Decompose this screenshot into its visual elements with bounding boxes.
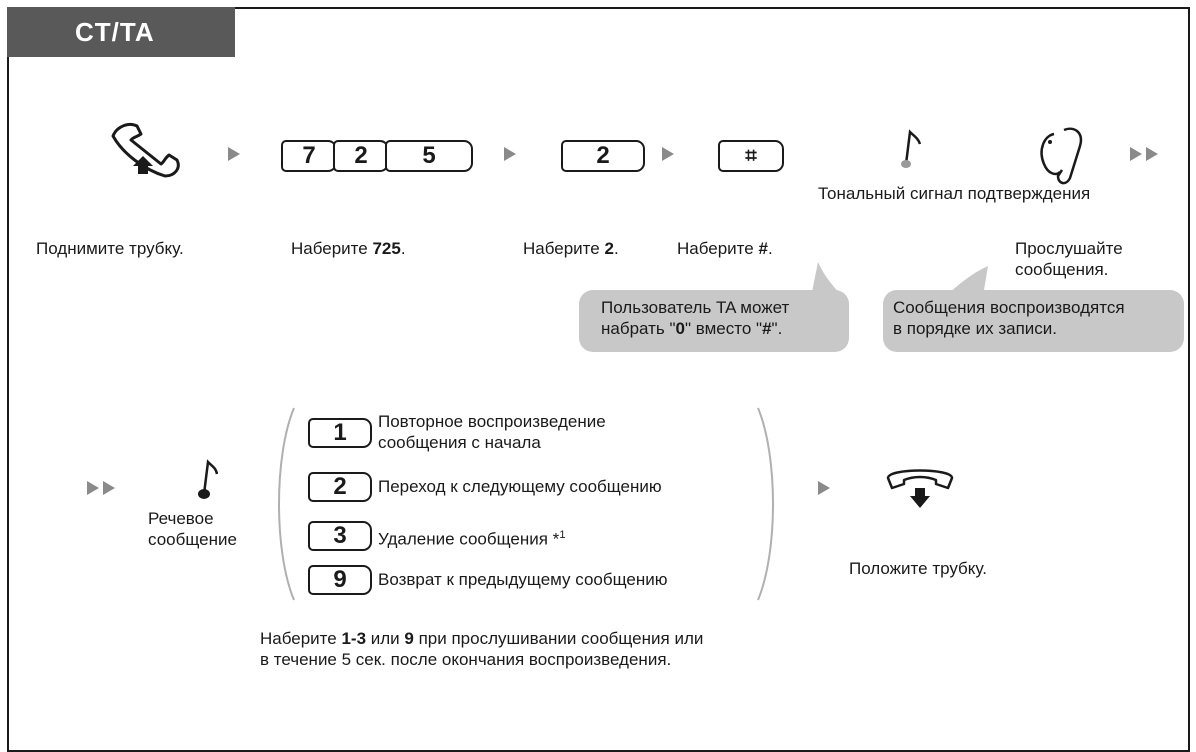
- ct-ta-tag: CT/TA: [7, 7, 235, 57]
- double-arrow-d: [103, 481, 115, 495]
- key-7[interactable]: 7: [281, 140, 337, 172]
- note-line1: Наберите 1-3 или 9 при прослушивании соо…: [260, 629, 704, 648]
- left-paren: [278, 407, 295, 601]
- key-hash[interactable]: ⌗: [718, 140, 784, 172]
- step-hang-up: Положите трубку.: [849, 559, 987, 578]
- arrow-4: [818, 481, 830, 495]
- bubble-order-note: Сообщения воспроизводятся в порядке их з…: [883, 290, 1184, 352]
- step-dial-hash: Наберите #.: [677, 239, 773, 258]
- option-key-2[interactable]: 2: [308, 472, 372, 502]
- double-arrow-a: [1130, 147, 1142, 161]
- double-arrow-b: [1146, 147, 1158, 161]
- option-key-3[interactable]: 3: [308, 521, 372, 551]
- voice-message-line1: Речевое: [148, 509, 214, 528]
- off-hook-handset-icon: [111, 122, 180, 178]
- option-2-label: Переход к следующему сообщению: [378, 477, 662, 496]
- step-dial-2: Наберите 2.: [523, 239, 619, 258]
- key-2-single[interactable]: 2: [561, 140, 645, 172]
- arrow-2: [504, 147, 516, 161]
- step-lift-handset: Поднимите трубку.: [36, 239, 184, 258]
- arrow-3: [662, 147, 674, 161]
- step-listen-line1: Прослушайте: [1015, 239, 1123, 258]
- option-1-line2: сообщения с начала: [378, 433, 541, 452]
- right-paren: [757, 407, 774, 601]
- key-2[interactable]: 2: [333, 140, 389, 172]
- voice-message-line2: сообщение: [148, 530, 237, 549]
- step-listen-line2: сообщения.: [1015, 260, 1109, 279]
- confirm-tone-label: Тональный сигнал подтверждения: [818, 184, 1091, 203]
- double-arrow-c: [87, 481, 99, 495]
- voice-message-note-icon: [198, 459, 218, 499]
- option-key-1[interactable]: 1: [308, 418, 372, 448]
- option-3-label: Удаление сообщения *1: [378, 529, 566, 549]
- step-dial-725: Наберите 725.: [291, 239, 406, 258]
- confirmation-tone-note-icon: [901, 129, 922, 168]
- hang-up-handset-icon: [886, 469, 954, 508]
- note-line2: в течение 5 сек. после окончания воспрои…: [260, 650, 672, 669]
- listening-handset-icon: [1040, 127, 1083, 185]
- bubble-ta-note: Пользователь TA может набрать "0" вместо…: [579, 290, 849, 352]
- arrow-1: [228, 147, 240, 161]
- key-5[interactable]: 5: [385, 140, 473, 172]
- option-9-label: Возврат к предыдущему сообщению: [378, 570, 668, 589]
- option-key-9[interactable]: 9: [308, 565, 372, 595]
- option-1-line1: Повторное воспроизведение: [378, 412, 606, 431]
